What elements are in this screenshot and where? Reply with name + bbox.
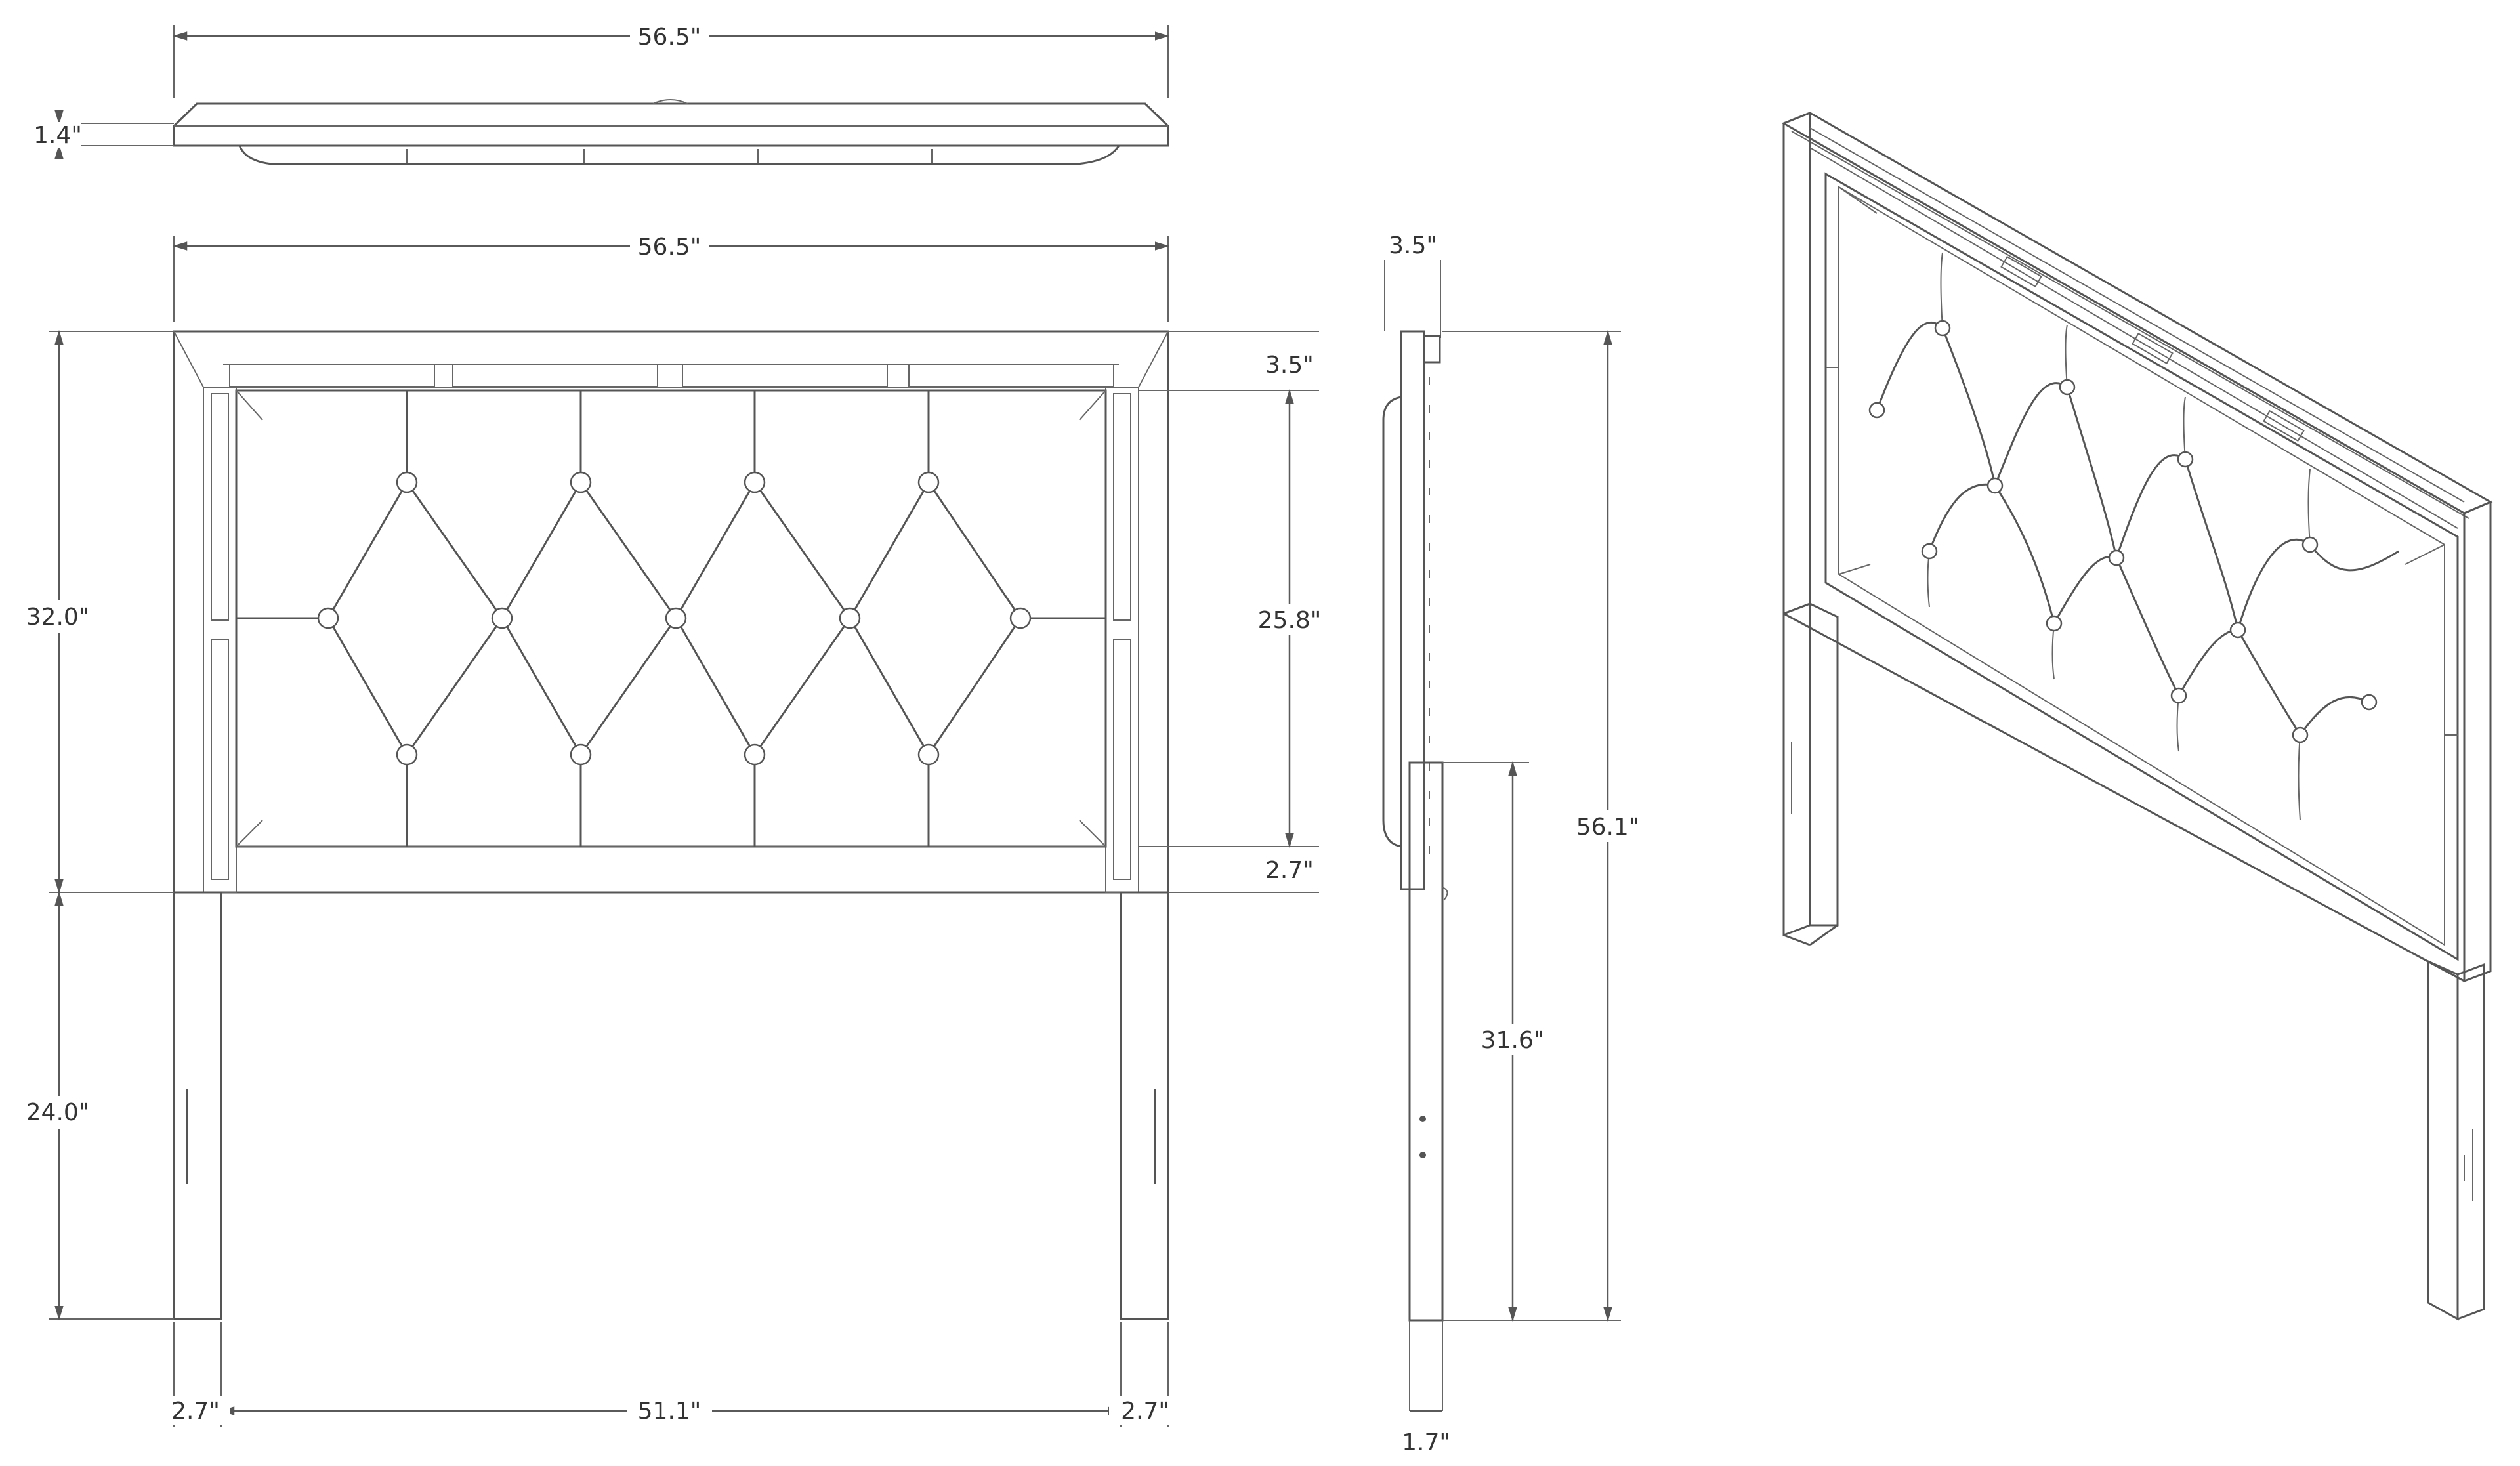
headboard-frame bbox=[173, 330, 1169, 894]
frame-top-label: 3.5" bbox=[1265, 352, 1314, 379]
leg-left-width-label: 2.7" bbox=[171, 1398, 220, 1425]
perspective-right-leg bbox=[2427, 959, 2459, 1321]
top-depth-label: 1.4" bbox=[33, 122, 82, 149]
front-left-leg bbox=[173, 891, 222, 1320]
top-width-label: 56.5" bbox=[638, 24, 702, 51]
side-leg-depth-label: 1.7" bbox=[1402, 1429, 1450, 1456]
side-cushion-profile bbox=[1382, 396, 1402, 848]
top-view-frame bbox=[173, 102, 1169, 147]
front-right-leg bbox=[1120, 891, 1169, 1320]
side-view: 3.5" 1.7" 31.6" 56.1" bbox=[1382, 231, 1644, 1456]
side-thickness-label: 3.5" bbox=[1389, 232, 1437, 259]
diamond-tufting bbox=[236, 390, 1106, 847]
top-view-cushion bbox=[238, 144, 1121, 165]
perspective-panel bbox=[1824, 172, 2459, 961]
between-legs-label: 51.1" bbox=[638, 1398, 702, 1425]
front-view: 56.5" bbox=[20, 231, 1326, 1427]
perspective-tufting bbox=[1868, 252, 2399, 821]
side-panel bbox=[1400, 330, 1425, 890]
frame-bottom-label: 2.7" bbox=[1265, 857, 1314, 884]
panel-height-label: 25.8" bbox=[1258, 607, 1322, 634]
leg-rise-label: 31.6" bbox=[1481, 1027, 1545, 1054]
front-width-label: 56.5" bbox=[638, 234, 702, 261]
top-view: 56.5" 1.4" bbox=[30, 21, 1170, 165]
leg-height-label: 24.0" bbox=[26, 1099, 90, 1126]
perspective-left-leg-side bbox=[1782, 602, 1811, 937]
perspective-left-leg bbox=[1809, 602, 1839, 927]
perspective-side-face bbox=[1782, 111, 1811, 616]
overall-height-label: 56.1" bbox=[1576, 814, 1640, 841]
perspective-view bbox=[1781, 111, 2493, 1321]
headboard-height-label: 32.0" bbox=[26, 604, 90, 631]
leg-right-width-label: 2.7" bbox=[1121, 1398, 1169, 1425]
side-leg bbox=[1408, 761, 1444, 1322]
